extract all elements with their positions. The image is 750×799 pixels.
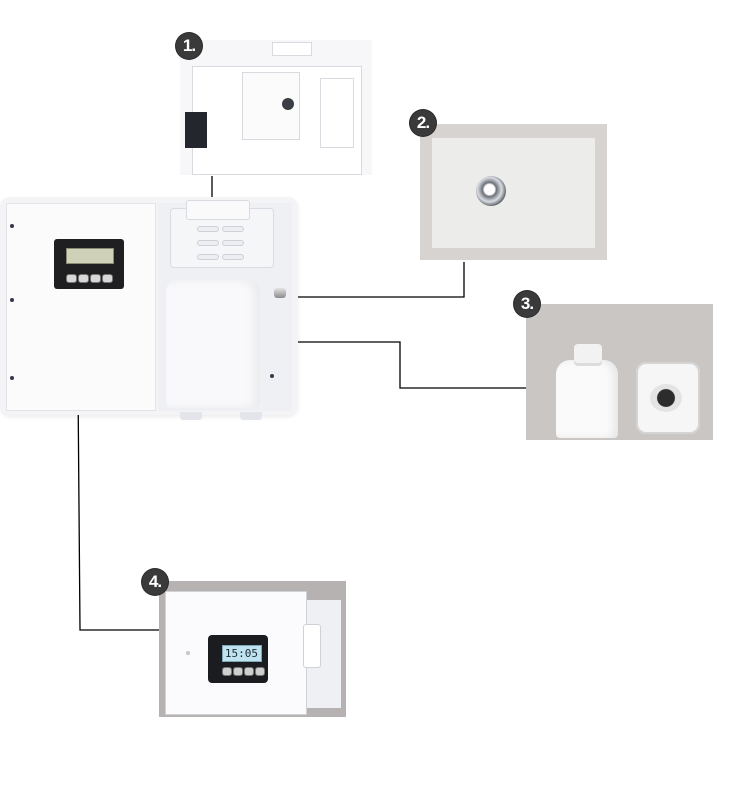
holder-slot: [197, 240, 219, 246]
panel-dot: [186, 651, 190, 655]
holder-slot: [197, 226, 219, 232]
lcd-button[interactable]: [244, 667, 254, 676]
callout-badge-3: 3.: [514, 291, 540, 317]
callout-badge-1: 1.: [176, 33, 202, 59]
knob-icon: [476, 176, 506, 206]
side-panel-surface: [432, 138, 595, 248]
bracket-clip: [320, 78, 354, 148]
device-button[interactable]: [90, 274, 101, 283]
holder-slot: [222, 226, 244, 232]
lcd-button[interactable]: [255, 667, 265, 676]
callout-badge-4: 4.: [142, 569, 168, 595]
device-lcd-panel: [54, 239, 124, 289]
screw-icon: [10, 376, 14, 380]
device-button[interactable]: [102, 274, 113, 283]
nozzle-icon: [650, 384, 682, 412]
scent-bottle: [166, 280, 260, 408]
screw-icon: [10, 298, 14, 302]
device-foot: [180, 412, 202, 420]
lcd-corner: [185, 112, 207, 148]
side-knob[interactable]: [274, 288, 286, 298]
device-button[interactable]: [66, 274, 77, 283]
holder-slot: [197, 254, 219, 260]
holder-clip: [186, 200, 250, 220]
lcd-display: 15:05: [222, 645, 262, 662]
holder-slot: [222, 240, 244, 246]
bracket-hole-icon: [282, 98, 294, 110]
screw-icon: [270, 374, 274, 378]
device-latch: [303, 624, 321, 668]
holder-slot: [222, 254, 244, 260]
bottle-neck: [574, 344, 602, 366]
connector-line-2: [276, 262, 465, 298]
lcd-button[interactable]: [222, 667, 232, 676]
lcd-button[interactable]: [233, 667, 243, 676]
refill-bottle: [556, 360, 618, 438]
detail-photo-1: [180, 40, 372, 175]
bracket-top-tab: [272, 42, 312, 56]
device-front-panel: [6, 203, 156, 411]
device-button[interactable]: [78, 274, 89, 283]
device-lcd-screen: [66, 248, 114, 264]
device-foot: [240, 412, 262, 420]
callout-badge-2: 2.: [410, 110, 436, 136]
screw-icon: [10, 224, 14, 228]
